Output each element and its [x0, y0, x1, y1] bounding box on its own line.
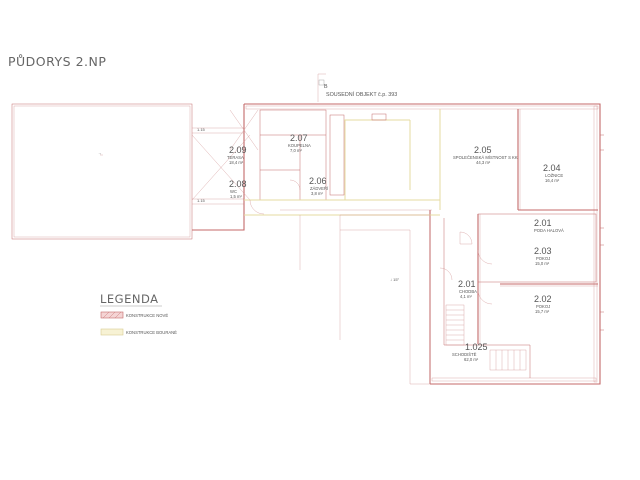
room-2-04: 2.04 LOŽNICE 16,4 m² — [543, 163, 563, 183]
svg-text:2.06: 2.06 — [309, 176, 327, 186]
svg-text:15,0 m²: 15,0 m² — [535, 261, 550, 266]
svg-text:TERASA: TERASA — [227, 155, 244, 160]
svg-text:POKOJ: POKOJ — [536, 256, 550, 261]
legend-title: LEGENDA — [100, 292, 158, 306]
svg-text:POKOJ: POKOJ — [536, 304, 550, 309]
room-2-01-hall: 2.01 PODA HALOVÁ — [534, 218, 564, 233]
door-swings — [249, 179, 493, 305]
svg-text:4,1 m²: 4,1 m² — [460, 294, 472, 299]
svg-text:PODA HALOVÁ: PODA HALOVÁ — [534, 228, 564, 233]
legend-item-demolished: KONSTRUKCE BOURANÉ — [100, 328, 177, 336]
legend: LEGENDA KONSTRUKCE NOVÉ KONSTRUKCE BOURA… — [100, 292, 177, 336]
connector-stripe: 1.15 1.15 — [192, 127, 244, 205]
svg-text:2.02: 2.02 — [534, 294, 552, 304]
legend-demolished-label: KONSTRUKCE BOURANÉ — [126, 330, 177, 335]
neighbor-marker: B SOUSEDNÍ OBJEKT č.p. 393 — [317, 73, 397, 102]
svg-text:↓: ↓ — [97, 153, 102, 155]
svg-text:SCHODIŠTĚ: SCHODIŠTĚ — [452, 352, 477, 357]
svg-text:LOŽNICE: LOŽNICE — [545, 173, 563, 178]
svg-text:↓ 15°: ↓ 15° — [390, 277, 400, 282]
svg-text:1.025: 1.025 — [465, 342, 488, 352]
neighbor-label: SOUSEDNÍ OBJEKT č.p. 393 — [326, 91, 397, 98]
svg-text:2.01: 2.01 — [458, 279, 476, 289]
room-2-02: 2.02 POKOJ 15,7 m² — [534, 294, 552, 314]
svg-text:44,3 m²: 44,3 m² — [476, 160, 491, 165]
room-2-07: 2.07 KOUPELNA 7,0 m² — [288, 133, 311, 153]
room-2-03: 2.03 POKOJ 15,0 m² — [534, 246, 552, 266]
room-2-05: 2.05 SPOLEČENSKÁ MÍSTNOST S KK 44,3 m² — [453, 145, 518, 165]
svg-text:2.03: 2.03 — [534, 246, 552, 256]
svg-text:CHODBA: CHODBA — [459, 289, 477, 294]
svg-text:2.04: 2.04 — [543, 163, 561, 173]
svg-text:WC: WC — [230, 189, 237, 194]
dim-2: 1.15 — [197, 198, 206, 203]
svg-text:2.08: 2.08 — [229, 179, 247, 189]
svg-text:KOUPELNA: KOUPELNA — [288, 143, 311, 148]
svg-text:ZÁDVEŘÍ: ZÁDVEŘÍ — [310, 186, 329, 191]
room-2-09: 2.09 TERASA 18,4 m² — [227, 145, 247, 165]
svg-text:2.05: 2.05 — [474, 145, 492, 155]
svg-text:2.01: 2.01 — [534, 218, 552, 228]
svg-text:18,4 m²: 18,4 m² — [229, 160, 244, 165]
room-2-08: 2.08 WC 1,5 m² — [229, 179, 247, 199]
svg-text:62,0 m²: 62,0 m² — [464, 357, 479, 362]
neighbor-marker-letter: B — [324, 84, 328, 90]
svg-text:7,0 m²: 7,0 m² — [290, 148, 302, 153]
svg-text:15,7 m²: 15,7 m² — [535, 309, 550, 314]
room-2-01-corridor: 2.01 CHODBA 4,1 m² — [458, 279, 477, 299]
svg-text:3,8 m²: 3,8 m² — [311, 191, 323, 196]
legend-item-new: KONSTRUKCE NOVÉ — [100, 311, 168, 319]
outer-walls — [192, 103, 601, 385]
window-marks — [600, 134, 604, 331]
dim-1: 1.15 — [197, 127, 206, 132]
west-balcony: ↓ — [11, 103, 193, 240]
terrace-hatch — [191, 109, 259, 201]
svg-text:1,5 m²: 1,5 m² — [230, 194, 242, 199]
svg-text:SPOLEČENSKÁ MÍSTNOST S KK: SPOLEČENSKÁ MÍSTNOST S KK — [453, 155, 518, 160]
demolished-area: ↓ 15° — [299, 214, 431, 385]
legend-new-label: KONSTRUKCE NOVÉ — [126, 313, 168, 318]
room-1-025: 1.025 SCHODIŠTĚ 62,0 m² — [452, 342, 488, 362]
room-2-06: 2.06 ZÁDVEŘÍ 3,8 m² — [309, 176, 329, 196]
svg-text:16,4 m²: 16,4 m² — [545, 178, 560, 183]
svg-text:2.09: 2.09 — [229, 145, 247, 155]
svg-text:2.07: 2.07 — [290, 133, 308, 143]
staircase — [445, 304, 527, 371]
page-title: PŮDORYS 2.NP — [8, 54, 106, 69]
